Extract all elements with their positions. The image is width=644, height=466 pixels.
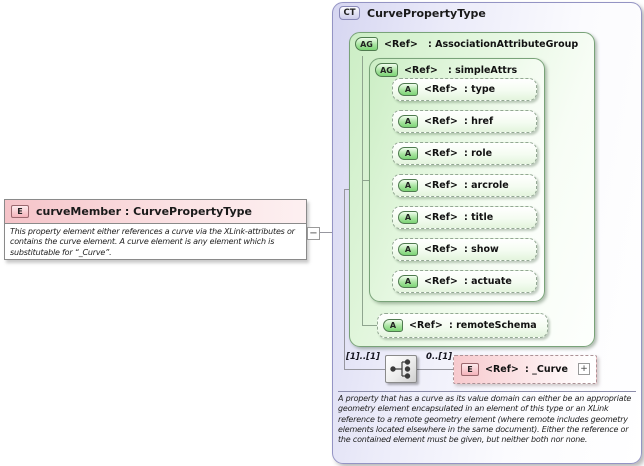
attribute-group-association-header: AG <Ref> : AssociationAttributeGroup — [355, 37, 578, 51]
group-stub-remoteschema — [363, 325, 377, 326]
attribute-name: : remoteSchema — [449, 320, 537, 331]
attribute-badge: A — [398, 115, 418, 128]
group-trunk — [362, 56, 363, 326]
ref-label: <Ref> — [424, 244, 458, 255]
attribute-node-role[interactable]: A <Ref> : role — [392, 142, 537, 165]
ref-label: <Ref> — [424, 276, 458, 287]
group-stub-simpleattrs — [363, 180, 369, 181]
attribute-name: : show — [464, 244, 499, 255]
element-node-curvemember[interactable]: E curveMember : CurvePropertyType This p… — [4, 199, 307, 260]
expand-icon[interactable]: + — [578, 363, 590, 375]
attribute-name: : href — [464, 116, 494, 127]
attribute-node-type[interactable]: A <Ref> : type — [392, 78, 537, 101]
connector-sequence-to-curve — [417, 369, 453, 370]
attribute-group-badge: AG — [355, 37, 378, 51]
element-title: curveMember : CurvePropertyType — [36, 205, 252, 218]
complex-type-header: CT CurvePropertyType — [339, 6, 486, 20]
element-badge: E — [11, 205, 29, 218]
attribute-group-name: : AssociationAttributeGroup — [428, 38, 579, 50]
attribute-node-show[interactable]: A <Ref> : show — [392, 238, 537, 261]
complex-type-title: CurvePropertyType — [367, 6, 486, 20]
attribute-node-title[interactable]: A <Ref> : title — [392, 206, 537, 229]
documentation-divider — [338, 391, 636, 392]
attribute-group-badge: AG — [375, 63, 398, 77]
attribute-name: : title — [464, 212, 494, 223]
collapse-icon[interactable]: − — [307, 227, 320, 240]
element-node-header: E curveMember : CurvePropertyType — [5, 200, 306, 224]
complex-type-documentation: A property that has a curve as its value… — [338, 394, 632, 445]
sequence-glyph — [390, 359, 411, 379]
connector-to-sequence — [345, 369, 385, 370]
attribute-group-name: : simpleAttrs — [448, 64, 518, 76]
attribute-name: : actuate — [464, 276, 512, 287]
attribute-node-remoteschema[interactable]: A <Ref> : remoteSchema — [377, 313, 548, 338]
element-badge: E — [461, 363, 479, 376]
ref-label: <Ref> — [404, 64, 438, 76]
attribute-node-href[interactable]: A <Ref> : href — [392, 110, 537, 133]
attribute-badge: A — [398, 211, 418, 224]
attribute-badge: A — [398, 179, 418, 192]
element-documentation: This property element either references … — [10, 227, 295, 257]
ref-label: <Ref> — [409, 320, 443, 331]
ref-label: <Ref> — [384, 38, 418, 50]
attribute-badge: A — [398, 243, 418, 256]
attribute-group-simpleattrs-header: AG <Ref> : simpleAttrs — [375, 63, 517, 77]
attribute-node-arcrole[interactable]: A <Ref> : arcrole — [392, 174, 537, 197]
attribute-badge: A — [398, 147, 418, 160]
element-name: : _Curve — [525, 364, 568, 375]
attribute-badge: A — [398, 275, 418, 288]
attribute-badge: A — [383, 319, 403, 332]
ref-label: <Ref> — [424, 116, 458, 127]
ref-label: <Ref> — [485, 364, 519, 375]
attribute-node-actuate[interactable]: A <Ref> : actuate — [392, 270, 537, 293]
ref-label: <Ref> — [424, 180, 458, 191]
attribute-name: : arcrole — [464, 180, 509, 191]
ref-label: <Ref> — [424, 84, 458, 95]
complex-type-badge: CT — [339, 6, 360, 20]
sequence-icon[interactable] — [385, 355, 417, 383]
ref-label: <Ref> — [424, 148, 458, 159]
connector-trunk — [344, 189, 345, 370]
ref-label: <Ref> — [424, 212, 458, 223]
cardinality-child: 0..[1] — [426, 352, 453, 362]
attribute-name: : type — [464, 84, 496, 95]
connector-stub-attributegroup — [345, 189, 350, 190]
attribute-badge: A — [398, 83, 418, 96]
element-node-curve-ref[interactable]: E <Ref> : _Curve — [453, 355, 597, 384]
cardinality-parent: [1]..[1] — [346, 352, 380, 362]
attribute-name: : role — [464, 148, 493, 159]
